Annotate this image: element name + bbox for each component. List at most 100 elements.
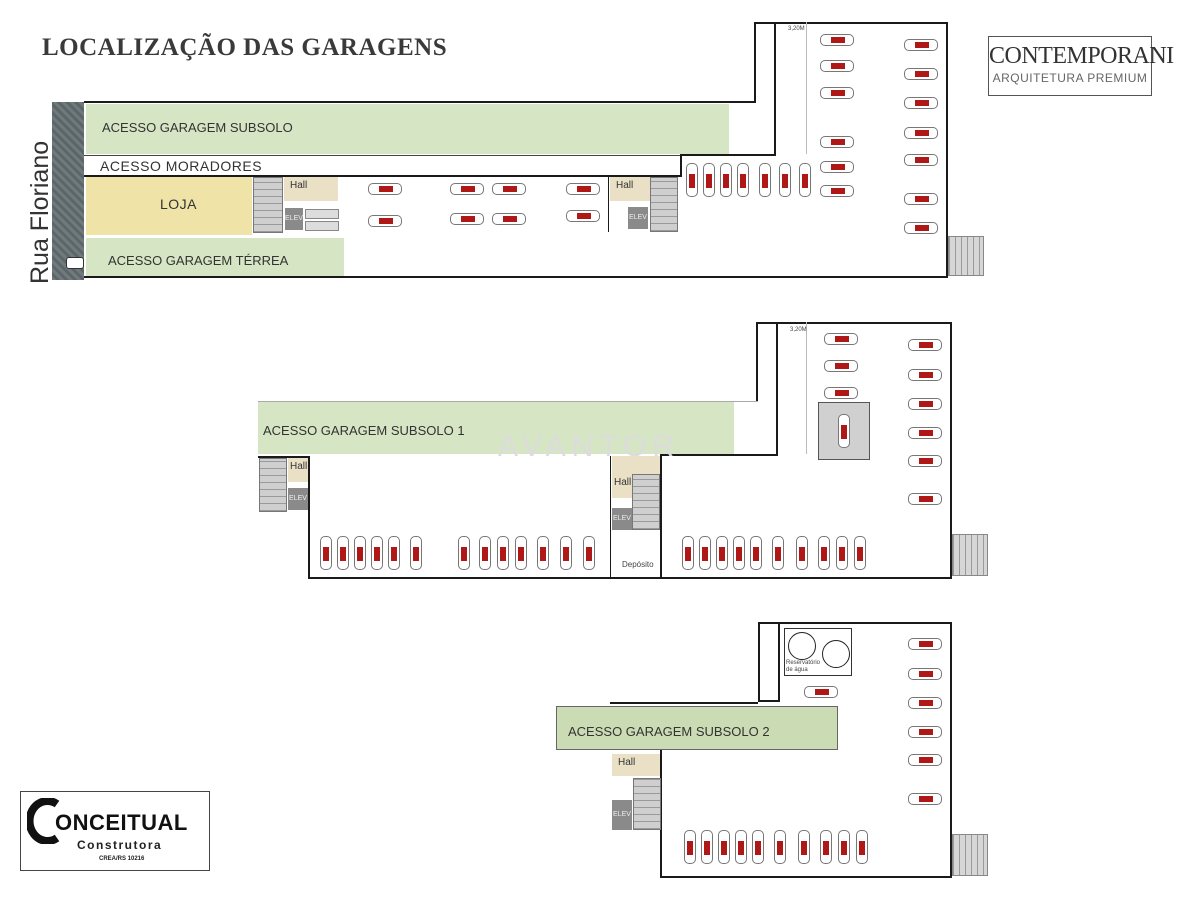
parking-spot bbox=[492, 213, 526, 225]
parking-spot bbox=[908, 427, 942, 439]
floor-terreo: ACESSO GARAGEM SUBSOLO ACESSO MORADORES … bbox=[0, 0, 1200, 290]
parking-spot bbox=[904, 39, 938, 51]
street-label: Rua Floriano bbox=[18, 96, 54, 286]
acesso-garagem-terrea-area bbox=[86, 238, 344, 276]
elevator-terreo-2: ELEV bbox=[628, 207, 648, 229]
conceitual-logo-name: ONCEITUAL bbox=[55, 810, 188, 835]
acesso-garagem-subsolo-label: ACESSO GARAGEM SUBSOLO bbox=[102, 120, 293, 135]
vehicle-entrance bbox=[66, 257, 84, 269]
contemporani-logo-name: CONTEMPORANI bbox=[989, 43, 1174, 69]
contemporani-logo: CONTEMPORANI ARQUITETURA PREMIUM bbox=[988, 36, 1174, 96]
parking-spot bbox=[796, 536, 808, 570]
parking-spot bbox=[908, 668, 942, 680]
parking-spot bbox=[354, 536, 366, 570]
contemporani-logo-tagline: ARQUITETURA PREMIUM bbox=[992, 71, 1148, 85]
parking-spot bbox=[838, 414, 850, 448]
parking-spot bbox=[703, 163, 715, 197]
acesso-garagem-terrea-label: ACESSO GARAGEM TÉRREA bbox=[108, 253, 289, 268]
street-name: Rua Floriano bbox=[26, 141, 54, 284]
parking-spot bbox=[458, 536, 470, 570]
parking-spot bbox=[388, 536, 400, 570]
parking-spot bbox=[818, 536, 830, 570]
parking-spot bbox=[583, 536, 595, 570]
parking-spot bbox=[904, 193, 938, 205]
parking-spot bbox=[774, 830, 786, 864]
parking-spot bbox=[716, 536, 728, 570]
parking-spot bbox=[820, 161, 854, 173]
parking-spot bbox=[836, 536, 848, 570]
parking-spot bbox=[908, 638, 942, 650]
parking-spot bbox=[371, 536, 383, 570]
reservoir-tank-2 bbox=[822, 640, 850, 668]
parking-spot bbox=[686, 163, 698, 197]
parking-spot bbox=[699, 536, 711, 570]
parking-spot bbox=[904, 97, 938, 109]
parking-spot bbox=[820, 60, 854, 72]
conceitual-logo-sub: Construtora bbox=[77, 838, 163, 852]
parking-spot bbox=[908, 697, 942, 709]
conceitual-c-icon bbox=[25, 797, 61, 845]
parking-spot bbox=[824, 333, 858, 345]
parking-spot bbox=[798, 830, 810, 864]
parking-spot bbox=[856, 830, 868, 864]
acesso-garagem-subsolo2-area bbox=[556, 706, 838, 750]
parking-spot bbox=[772, 536, 784, 570]
parking-spot bbox=[908, 455, 942, 467]
parking-spot bbox=[908, 754, 942, 766]
parking-spot bbox=[752, 830, 764, 864]
ramp-subsolo2 bbox=[952, 834, 988, 876]
parking-spot bbox=[337, 536, 349, 570]
parking-spot bbox=[908, 369, 942, 381]
conceitual-logo: ONCEITUAL Construtora CREA/RS 10216 bbox=[20, 791, 210, 871]
parking-spot bbox=[820, 136, 854, 148]
conceitual-logo-crea: CREA/RS 10216 bbox=[99, 856, 145, 862]
parking-spot bbox=[718, 830, 730, 864]
parking-spot bbox=[904, 154, 938, 166]
parking-spot bbox=[908, 398, 942, 410]
elevator-subsolo2: ELEV bbox=[612, 800, 632, 830]
parking-spot bbox=[908, 726, 942, 738]
parking-spot bbox=[799, 163, 811, 197]
parking-spot bbox=[854, 536, 866, 570]
loja-area bbox=[86, 177, 252, 235]
elevator-terreo-1: ELEV bbox=[285, 208, 303, 230]
stairs-terreo-2 bbox=[650, 177, 678, 232]
parking-spot bbox=[908, 493, 942, 505]
parking-spot bbox=[566, 210, 600, 222]
acesso-garagem-subsolo-area bbox=[86, 104, 729, 154]
ceiling-height-label: 3,20M bbox=[788, 26, 805, 32]
parking-spot bbox=[368, 215, 402, 227]
deposito-label: Depósito bbox=[622, 560, 654, 569]
elevator-subsolo1-2: ELEV bbox=[612, 508, 632, 530]
parking-spot bbox=[904, 68, 938, 80]
hall-terreo-1: Hall bbox=[284, 177, 338, 201]
ceiling-height-label-2: 3,20M bbox=[790, 327, 807, 333]
parking-spot bbox=[566, 183, 600, 195]
parking-spot bbox=[779, 163, 791, 197]
parking-spot bbox=[492, 183, 526, 195]
parking-spot bbox=[820, 830, 832, 864]
parking-spot bbox=[733, 536, 745, 570]
acesso-garagem-subsolo1-area bbox=[258, 402, 734, 454]
parking-spot bbox=[750, 536, 762, 570]
ramp-subsolo1 bbox=[952, 534, 988, 576]
parking-spot bbox=[684, 830, 696, 864]
parking-spot bbox=[450, 213, 484, 225]
parking-spot bbox=[838, 830, 850, 864]
parking-spot bbox=[320, 536, 332, 570]
parking-spot bbox=[497, 536, 509, 570]
parking-spot bbox=[682, 536, 694, 570]
parking-spot bbox=[410, 536, 422, 570]
parking-spot bbox=[515, 536, 527, 570]
parking-spot bbox=[450, 183, 484, 195]
acesso-garagem-subsolo1-label: ACESSO GARAGEM SUBSOLO 1 bbox=[263, 423, 465, 438]
parking-spot bbox=[735, 830, 747, 864]
parking-spot bbox=[720, 163, 732, 197]
hall-subsolo1-2: Hall bbox=[612, 474, 632, 498]
elevator-subsolo1-1: ELEV bbox=[288, 488, 308, 510]
parking-spot bbox=[759, 163, 771, 197]
parking-spot bbox=[904, 222, 938, 234]
page-title: LOCALIZAÇÃO DAS GARAGENS bbox=[42, 34, 448, 61]
parking-spot bbox=[820, 87, 854, 99]
